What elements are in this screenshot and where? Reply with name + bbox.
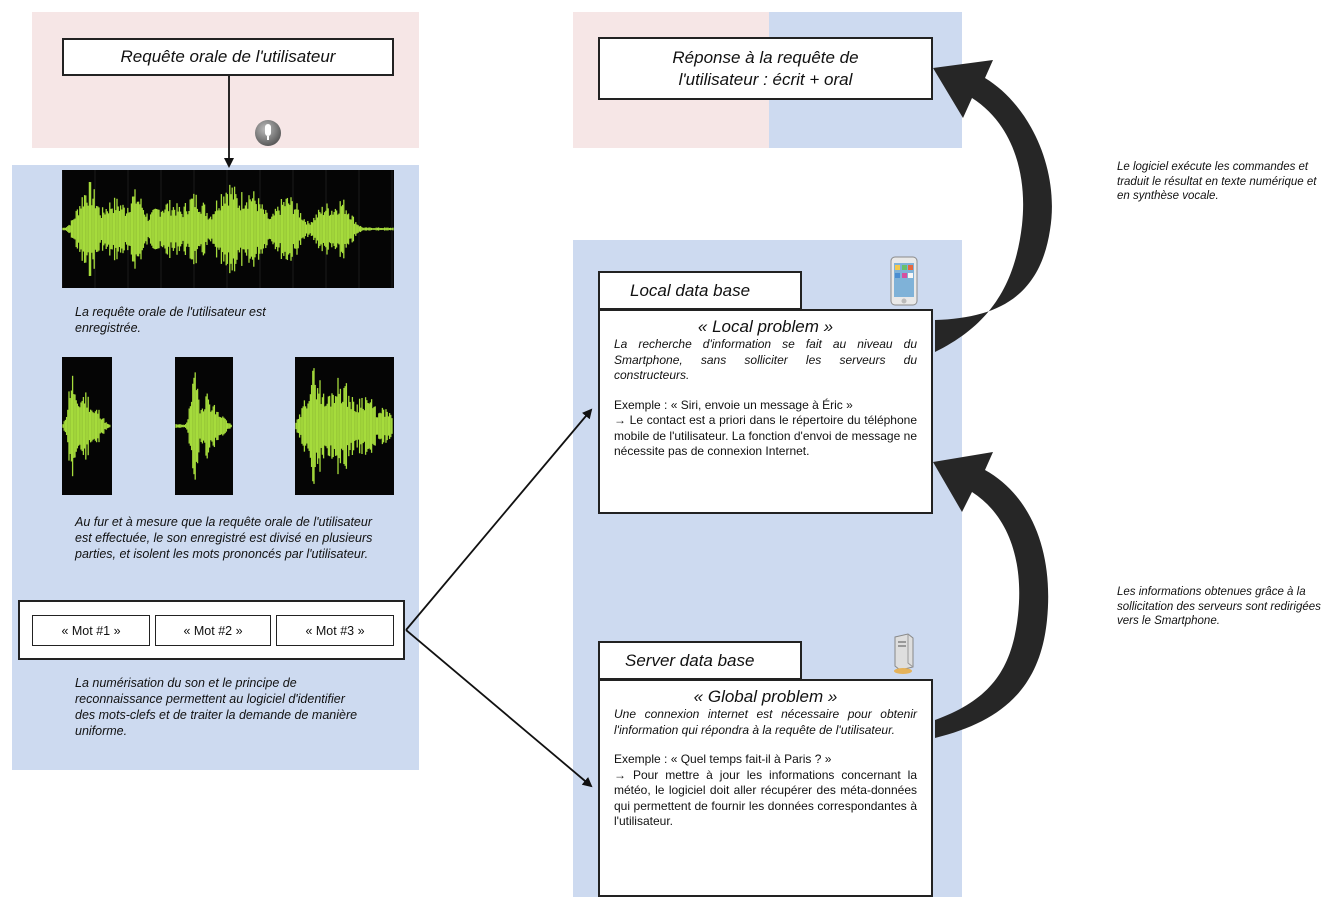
global-problem-panel: « Global problem » Une connexion interne… [598,679,933,897]
server-database-label: Server data base [598,641,802,680]
word-box-1: « Mot #1 » [32,615,150,646]
local-problem-panel: « Local problem » La recherche d'informa… [598,309,933,514]
global-problem-example: Exemple : « Quel temps fait-il à Paris ?… [614,752,832,766]
local-database-label: Local data base [598,271,802,310]
caption-recorded: La requête orale de l'utilisateur est en… [75,305,266,335]
global-problem-title: « Global problem » [693,687,838,706]
caption-numerisation: La numérisation du son et le principe de… [75,676,358,738]
main-waveform [62,170,394,288]
response-box-label: Réponse à la requête de l'utilisateur : … [672,47,859,89]
request-area [32,12,419,148]
note-execute: Le logiciel exécute les commandes et tra… [1117,161,1317,202]
microphone-icon [253,118,283,148]
global-problem-detail: → Pour mettre à jour les informations co… [614,767,917,829]
server-icon [890,633,916,675]
local-problem-title: « Local problem » [697,317,834,336]
smartphone-icon [890,256,918,306]
request-box: Requête orale de l'utilisateur [62,38,394,76]
segment-waveform-3 [295,357,394,495]
local-problem-detail: → Le contact est a priori dans le répert… [614,413,917,458]
segment-waveform-1 [62,357,112,495]
response-box: Réponse à la requête de l'utilisateur : … [598,37,933,100]
local-problem-example: Exemple : « Siri, envoie un message à Ér… [614,397,853,412]
local-problem-description: La recherche d'information se fait au ni… [614,337,917,382]
note-servers: Les informations obtenues grâce à la sol… [1117,586,1321,627]
request-box-label: Requête orale de l'utilisateur [120,47,336,66]
global-problem-description: Une connexion internet est nécessaire po… [614,707,917,737]
arrow-words-to-local [405,408,593,631]
word-box-2: « Mot #2 » [155,615,271,646]
caption-split: Au fur et à mesure que la requête orale … [75,515,373,561]
segment-waveform-2 [175,357,233,495]
arrow-words-to-server [405,629,593,788]
word-box-3: « Mot #3 » [276,615,394,646]
